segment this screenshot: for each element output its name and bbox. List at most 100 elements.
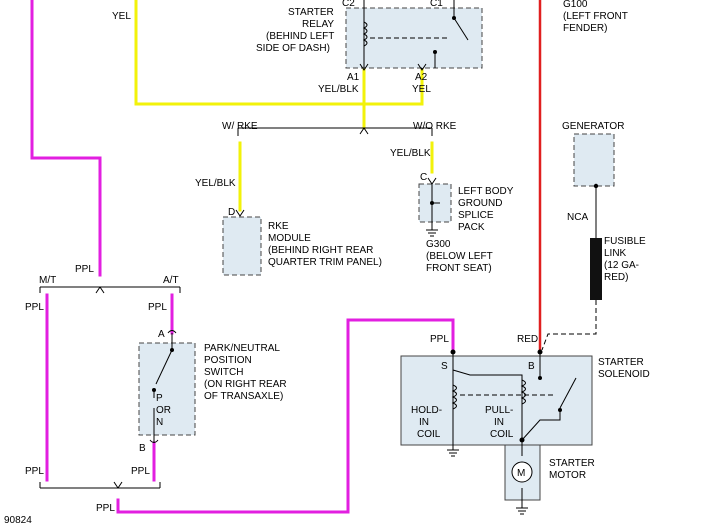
splice-lead	[427, 177, 437, 230]
relay-wire-a2: YEL	[412, 84, 431, 95]
g300-line-1: G300	[426, 239, 451, 250]
starter-relay-label: STARTER RELAY (BEHIND LEFT SIDE OF DASH)	[256, 7, 334, 54]
splice-pin-c: C	[420, 172, 427, 183]
hold-in-line-1: HOLD-	[411, 405, 442, 416]
generator-label: GENERATOR	[562, 121, 624, 132]
pnp-switch-line-1: PARK/NEUTRAL	[204, 343, 280, 354]
starter-solenoid-line-1: STARTER	[598, 357, 644, 368]
p-or-n-label: P OR N	[156, 393, 171, 428]
pull-in-coil-label: PULL- IN COIL	[485, 405, 514, 440]
switch-pin-b: B	[139, 443, 146, 454]
pull-in-coil-icon	[520, 379, 526, 405]
splice-pack-line-4: PACK	[458, 222, 485, 233]
wires	[30, 0, 542, 514]
yel-blk-left-label: YEL/BLK	[195, 178, 236, 189]
relay-coil-icon	[362, 21, 368, 47]
fusible-link-line-1: FUSIBLE	[604, 236, 646, 247]
ppl-solenoid-label: PPL	[430, 334, 449, 345]
ground-icon-hold-in	[447, 449, 459, 457]
switch-pin-b-connector	[149, 439, 159, 443]
p-or-n-line-3: N	[156, 417, 163, 428]
splice-pack-line-2: GROUND	[458, 198, 502, 209]
starter-motor-label: STARTER MOTOR	[549, 458, 595, 481]
pull-in-line-2: IN	[494, 417, 504, 428]
fusible-link-line-3: (12 GA-	[604, 260, 639, 271]
starter-relay-line-1: STARTER	[288, 7, 334, 18]
fusible-link-line-2: LINK	[604, 248, 627, 259]
starter-relay-line-3: (BEHIND LEFT	[266, 31, 334, 42]
starter-solenoid-label: STARTER SOLENOID	[598, 357, 650, 380]
switch-pin-a: A	[158, 329, 165, 340]
starter-relay-line-2: RELAY	[302, 19, 334, 30]
g100-line-3: FENDER)	[563, 23, 607, 34]
rke-module-box	[222, 216, 262, 276]
g300-line-3: FRONT SEAT)	[426, 263, 492, 274]
relay-pin-arrows	[359, 63, 427, 71]
fusible-link-line-4: RED)	[604, 272, 628, 283]
solenoid-pin-s: S	[441, 361, 448, 372]
w-rke-label: W/ RKE	[222, 121, 258, 132]
generator-box	[573, 133, 615, 187]
purple-wire-to-solenoid	[116, 318, 455, 514]
ppl-left-label: PPL	[25, 302, 44, 313]
g100-line-2: (LEFT FRONT	[563, 11, 628, 22]
motor-symbol: M	[517, 468, 525, 479]
wo-rke-label: W/O RKE	[413, 121, 457, 132]
g300-label: G300 (BELOW LEFT FRONT SEAT)	[426, 239, 493, 274]
g100-line-1: G100	[563, 0, 588, 10]
starter-motor-line-2: MOTOR	[549, 470, 586, 481]
hold-in-coil-icon	[451, 384, 457, 410]
yellow-wire-relay-loop	[134, 0, 424, 106]
switch-leads	[153, 333, 173, 443]
pnp-switch-line-5: OF TRANSAXLE)	[204, 391, 283, 402]
park-neutral-switch-box	[138, 342, 196, 436]
fusible-link-icon	[590, 238, 602, 300]
ppl-bottom-left-label: PPL	[25, 466, 44, 477]
yel-top-label: YEL	[112, 11, 131, 22]
pnp-switch-line-3: SWITCH	[204, 367, 243, 378]
trans-split-line-bottom	[39, 481, 161, 489]
rke-module-line-2: MODULE	[268, 233, 311, 244]
relay-wire-a1: YEL/BLK	[318, 84, 359, 95]
starter-relay: C2 C1 A1 YEL/BLK A2 YEL STARTER RELAY (B…	[256, 0, 483, 95]
fusible-link-label: FUSIBLE LINK (12 GA- RED)	[604, 236, 646, 283]
starter-relay-line-4: SIDE OF DASH)	[256, 43, 330, 54]
ppl-bottom-label: PPL	[96, 503, 115, 514]
figure-number: 90824	[4, 515, 32, 526]
rke-module-line-3: (BEHIND RIGHT REAR	[268, 245, 373, 256]
trans-split-line-top	[39, 286, 181, 294]
rke-split-line	[238, 127, 432, 135]
starter-motor-line-1: STARTER	[549, 458, 595, 469]
starter-solenoid-line-2: SOLENOID	[598, 369, 650, 380]
generator: GENERATOR	[562, 121, 624, 189]
relay-pin-a1: A1	[347, 72, 360, 83]
splice-pack-line-1: LEFT BODY	[458, 186, 514, 197]
rke-module: D RKE MODULE (BEHIND RIGHT REAR QUARTER …	[222, 207, 382, 276]
relay-contact-dot	[452, 16, 456, 20]
splice-pack-label: LEFT BODY GROUND SPLICE PACK	[458, 186, 514, 233]
yel-blk-right-label: YEL/BLK	[390, 148, 431, 159]
solenoid-pin-b: B	[528, 361, 535, 372]
red-solenoid-label: RED	[517, 334, 538, 345]
rke-pin-d: D	[228, 207, 235, 218]
relay-pin-c2: C2	[342, 0, 355, 9]
solenoid-contact-dot	[538, 376, 542, 380]
ground-splice-pack: C LEFT BODY GROUND SPLICE PACK G300 (BEL…	[418, 172, 514, 274]
park-neutral-switch: A P OR N B PARK/NEUTRAL POSITION SWITCH …	[138, 329, 287, 454]
solenoid-contact-switch-icon	[559, 377, 577, 409]
switch-pin-a-connector	[167, 330, 177, 334]
pull-in-line-3: COIL	[490, 429, 514, 440]
hold-in-line-3: COIL	[417, 429, 441, 440]
ground-icon-motor	[516, 507, 528, 515]
rke-module-line-4: QUARTER TRIM PANEL)	[268, 257, 382, 268]
pnp-switch-line-4: (ON RIGHT REAR	[204, 379, 287, 390]
solenoid-internal-wiring	[452, 352, 541, 450]
hold-in-line-2: IN	[419, 417, 429, 428]
g100-label: G100 (LEFT FRONT FENDER)	[563, 0, 628, 34]
rke-split-ticks	[237, 128, 433, 136]
relay-pin-c1: C1	[430, 0, 443, 9]
solenoid-contact-lead	[521, 410, 561, 441]
relay-pin-a2: A2	[415, 72, 428, 83]
splice-pack-line-3: SPLICE	[458, 210, 494, 221]
